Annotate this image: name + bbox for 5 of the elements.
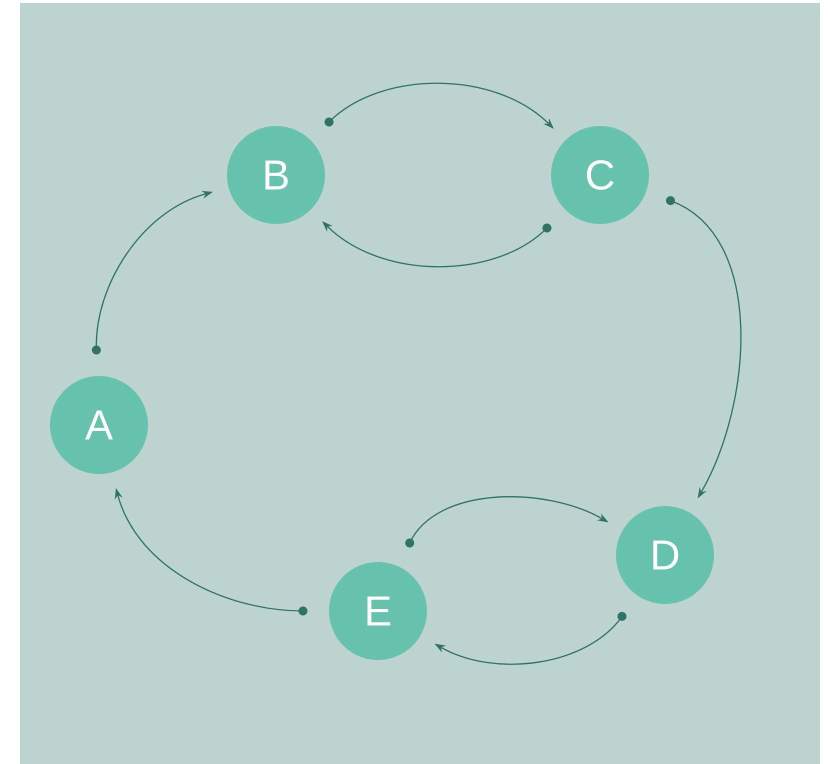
circle-node: E	[329, 562, 427, 660]
circle-node: B	[227, 126, 325, 224]
circle-node: C	[551, 126, 649, 224]
circle-node: A	[50, 376, 148, 474]
circle-node: D	[616, 506, 714, 604]
